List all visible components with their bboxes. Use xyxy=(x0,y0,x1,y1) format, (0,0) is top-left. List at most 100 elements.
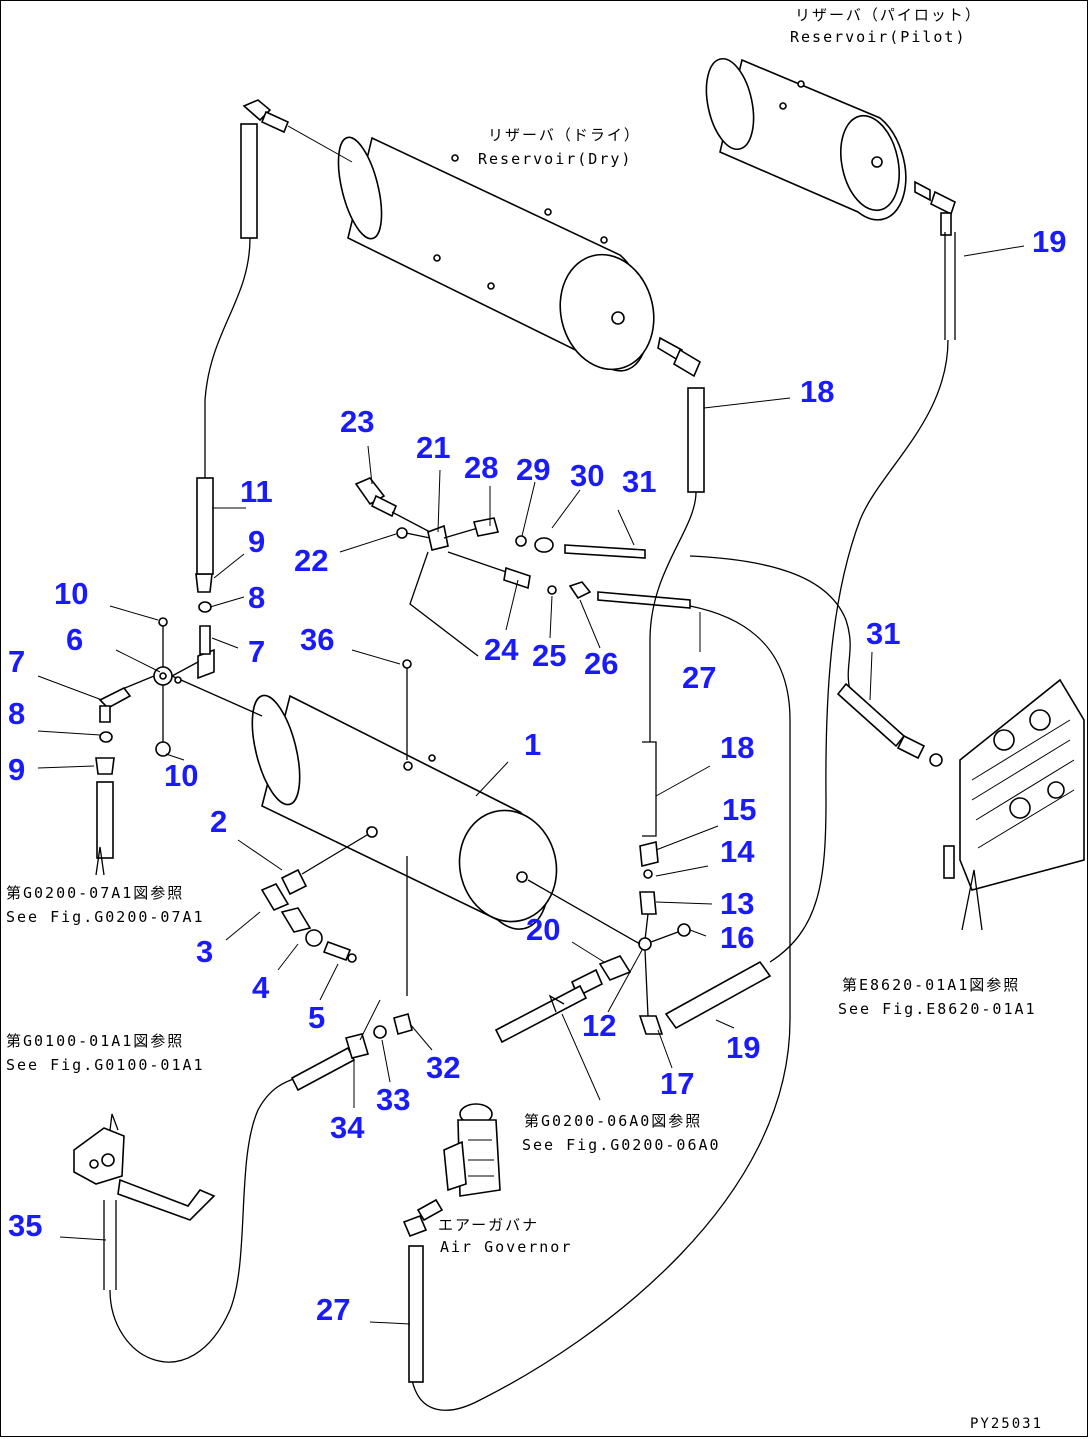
main-reservoir-tank xyxy=(251,694,558,930)
washer-33 xyxy=(373,1025,387,1039)
callout-21: 21 xyxy=(416,430,450,465)
callout-18-bottom: 18 xyxy=(720,730,754,765)
drawing-code: PY25031 xyxy=(970,1416,1043,1432)
callout-29: 29 xyxy=(516,452,550,487)
reservoir-pilot-tank xyxy=(705,57,956,236)
valve-13 xyxy=(639,891,657,915)
callout-17: 17 xyxy=(660,1066,694,1101)
reservoir-pilot-label-jp: リザーバ（パイロット） xyxy=(795,6,982,24)
elbow-fitting-top xyxy=(240,99,290,239)
brake-valve-assembly xyxy=(943,678,1085,931)
hose-18-upper xyxy=(687,387,705,493)
reservoir-dry-label-jp: リザーバ（ドライ） xyxy=(488,126,641,144)
leader-lines xyxy=(37,245,1025,1325)
callout-27-bottom: 27 xyxy=(316,1292,350,1327)
callout-25: 25 xyxy=(532,638,566,673)
elbow-17 xyxy=(638,1015,664,1035)
pipe-19-run xyxy=(769,339,949,963)
callout-19-top: 19 xyxy=(1032,224,1066,259)
bracket-ref-left xyxy=(73,1113,216,1221)
hose-34 xyxy=(290,1046,356,1092)
callout-8-right: 8 xyxy=(248,580,265,615)
callout-20: 20 xyxy=(526,912,560,947)
callout-32: 32 xyxy=(426,1050,460,1085)
callout-28: 28 xyxy=(464,450,498,485)
arrow-ref-left-top xyxy=(95,846,105,876)
callout-23: 23 xyxy=(340,404,374,439)
fitting-32 xyxy=(393,1013,413,1035)
elbow-7-right xyxy=(197,625,215,680)
air-governor-label-jp: エアーガバナ xyxy=(438,1216,539,1234)
fitting-31-cap xyxy=(929,753,943,767)
pipe-tee-to-16 xyxy=(650,931,679,943)
callout-30: 30 xyxy=(570,458,604,493)
cross-fitting-6 xyxy=(119,617,263,757)
ref-center-jp: 第G0200-06A0図参照 xyxy=(524,1112,702,1130)
callout-7-left: 7 xyxy=(8,644,25,679)
hose-19-lower xyxy=(664,960,772,1030)
drain-valve-assembly xyxy=(260,826,378,963)
fitting-36 xyxy=(402,659,412,669)
ref-left-top-jp: 第G0200-07A1図参照 xyxy=(6,884,184,902)
callout-27-mid: 27 xyxy=(682,660,716,695)
callout-2: 2 xyxy=(210,804,227,839)
leader-dry-elbow xyxy=(287,125,353,163)
hose-19-upper xyxy=(944,232,956,340)
hose-18-lower xyxy=(642,741,657,837)
reservoir-dry-label-en: Reservoir(Dry) xyxy=(478,150,632,168)
pipe-27-run xyxy=(411,605,791,1411)
hose-35 xyxy=(103,1200,117,1290)
pipe-35-run xyxy=(109,1075,301,1363)
nut-9-upper xyxy=(195,573,213,593)
washer-8-lower xyxy=(99,731,113,743)
ref-left-top-en: See Fig.G0200-07A1 xyxy=(6,908,205,926)
callout-33: 33 xyxy=(376,1082,410,1117)
hose-ref-center xyxy=(494,984,588,1044)
callout-22: 22 xyxy=(294,543,328,578)
callout-12: 12 xyxy=(582,1008,616,1043)
callout-14: 14 xyxy=(720,834,755,869)
callout-numbers: 1 2 3 4 5 6 7 7 8 8 9 9 10 10 11 12 13 1… xyxy=(8,224,1066,1327)
hose-lower-left xyxy=(96,781,114,859)
fitting-31-end xyxy=(896,734,926,760)
callout-26: 26 xyxy=(584,646,618,681)
callout-31-top: 31 xyxy=(622,464,656,499)
callout-35: 35 xyxy=(8,1208,42,1243)
callout-9-left: 9 xyxy=(8,752,25,787)
pipe-12-down xyxy=(644,949,649,1017)
ref-left-mid-en: See Fig.G0100-01A1 xyxy=(6,1056,205,1074)
callout-9-right: 9 xyxy=(248,524,265,559)
callout-16: 16 xyxy=(720,920,754,955)
reservoir-pilot-label-en: Reservoir(Pilot) xyxy=(790,28,967,46)
ref-left-mid-jp: 第G0100-01A1図参照 xyxy=(6,1032,184,1050)
air-governor xyxy=(402,1103,501,1383)
pipe-18-run xyxy=(649,491,697,742)
upper-fitting-cluster xyxy=(354,477,691,657)
washer-14 xyxy=(643,869,653,879)
callout-36: 36 xyxy=(300,622,334,657)
callout-5: 5 xyxy=(308,1000,325,1035)
callout-3: 3 xyxy=(196,934,213,969)
callout-10-top: 10 xyxy=(54,576,88,611)
callout-15: 15 xyxy=(722,792,756,827)
callout-34: 34 xyxy=(330,1110,365,1145)
pipe-tank-to-tee xyxy=(527,879,641,945)
callout-8-left: 8 xyxy=(8,696,25,731)
callout-31-right: 31 xyxy=(866,616,900,651)
callout-4: 4 xyxy=(252,970,270,1005)
pipe-31-run xyxy=(689,555,851,691)
ref-right-en: See Fig.E8620-01A1 xyxy=(838,1000,1037,1018)
reservoir-dry-tank xyxy=(337,136,702,378)
plug-16 xyxy=(677,923,691,937)
callout-6: 6 xyxy=(66,622,83,657)
tee-12 xyxy=(638,937,652,951)
callout-10-bottom: 10 xyxy=(164,758,198,793)
washer-8-upper xyxy=(198,601,212,613)
callout-1: 1 xyxy=(524,727,541,762)
callout-19-bottom: 19 xyxy=(726,1030,760,1065)
ref-right-jp: 第E8620-01A1図参照 xyxy=(842,976,1020,994)
callout-13: 13 xyxy=(720,886,754,921)
callout-18-top: 18 xyxy=(800,374,834,409)
